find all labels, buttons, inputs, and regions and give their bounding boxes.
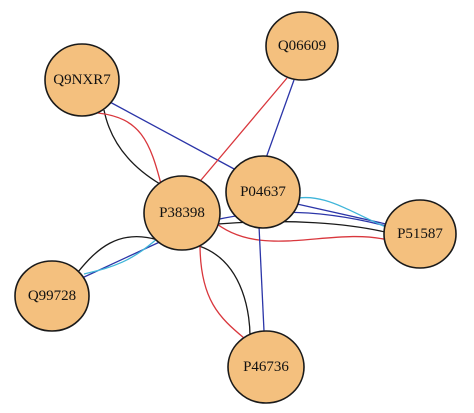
node-label: Q9NXR7	[53, 72, 111, 88]
edge-Q06609-P38398-red	[195, 77, 288, 187]
node-label: P51587	[397, 226, 443, 242]
node-Q9NXR7[interactable]: Q9NXR7	[44, 43, 120, 117]
edge-P38398-P51587-red	[211, 219, 389, 242]
edge-Q06609-P04637-blue	[265, 79, 295, 159]
edge-Q9NXR7-P38398-red	[97, 112, 163, 189]
node-Q06609[interactable]: Q06609	[265, 11, 339, 81]
node-label: P04637	[240, 184, 286, 200]
edge-P38398-Q99728-black	[77, 235, 159, 273]
node-P51587[interactable]: P51587	[383, 199, 457, 269]
node-P46736[interactable]: P46736	[227, 330, 305, 404]
edge-P38398-Q99728-blue	[81, 239, 165, 279]
node-P04637[interactable]: P04637	[225, 155, 301, 229]
edge-P04637-P46736-blue	[258, 225, 265, 332]
node-label: Q99728	[28, 288, 76, 304]
edge-Q9NXR7-P04637-blue	[107, 100, 237, 171]
node-label: P38398	[159, 205, 205, 221]
node-label: P46736	[243, 359, 289, 375]
edge-Q9NXR7-P38398-black	[103, 109, 161, 185]
edge-P38398-P46736-black	[198, 245, 251, 337]
node-layer: Q9NXR7 Q06609 P04637 P38398 P51587 Q9972	[14, 11, 457, 404]
edge-P38398-P46736-red	[199, 243, 245, 339]
node-Q99728[interactable]: Q99728	[14, 260, 90, 332]
node-label: Q06609	[278, 38, 326, 54]
edge-P38398-Q99728-cyan	[83, 235, 161, 275]
node-P38398[interactable]: P38398	[143, 175, 221, 251]
